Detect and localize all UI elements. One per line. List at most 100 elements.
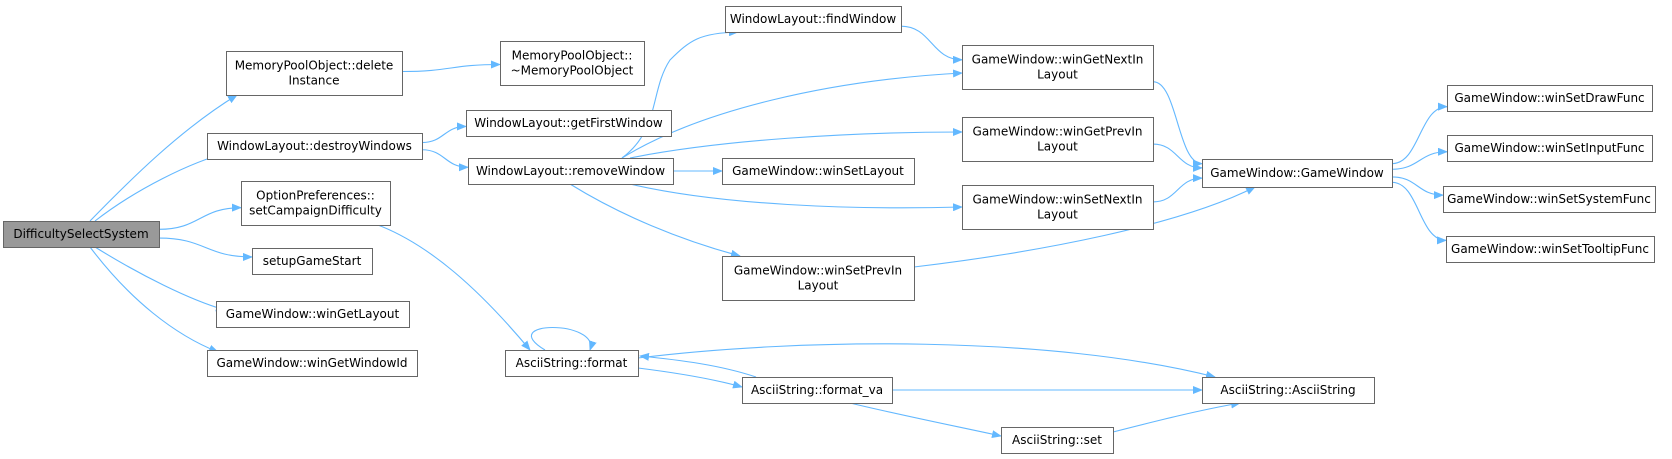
edge-difficultyselectsystem-to-gamewindow-wingetlayout — [94, 246, 226, 312]
node-optionpreferences-setcampaigndifficulty[interactable]: OptionPreferences::setCampaignDifficulty — [241, 181, 391, 226]
edge-gamewindow-winsetnextinlayout-to-gamewindow-gamewindow — [1152, 174, 1203, 203]
node-label: AsciiString::AsciiString — [1220, 383, 1355, 397]
node-box — [1443, 186, 1656, 213]
edge-windowlayout-removewindow-to-gamewindow-winsetprevinlayout — [569, 183, 741, 258]
node-label: Layout — [1037, 140, 1078, 154]
edge-difficultyselectsystem-to-gamewindow-wingetwindowid — [89, 246, 219, 353]
node-box — [1001, 427, 1114, 454]
edge-difficultyselectsystem-to-setupgamestart — [158, 237, 253, 261]
edge-gamewindow-gamewindow-to-gamewindow-winsetsystemfunc — [1391, 176, 1444, 200]
node-label: GameWindow::winSetTooltipFunc — [1451, 242, 1649, 256]
edge-gamewindow-winsetprevinlayout-to-gamewindow-gamewindow — [913, 186, 1256, 268]
node-label: AsciiString::format_va — [751, 383, 883, 397]
node-label: OptionPreferences:: — [256, 189, 375, 203]
node-label: Layout — [798, 279, 839, 293]
edge-windowlayout-destroywindows-to-windowlayout-removewindow — [421, 149, 469, 172]
node-asciistring-set[interactable]: AsciiString::set — [1001, 427, 1114, 454]
edge-difficultyselectsystem-to-windowlayout-destroywindows — [94, 150, 231, 222]
node-label: Instance — [288, 74, 339, 88]
edge-difficultyselectsystem-to-memorypoolobject-deleteinstance — [89, 94, 238, 222]
node-box — [241, 181, 391, 226]
node-label: GameWindow::winSetInputFunc — [1454, 141, 1644, 155]
node-box — [1446, 236, 1655, 263]
edge-windowlayout-removewindow-to-gamewindow-wingetnextinlayout — [621, 69, 963, 159]
edge-memorypoolobject-deleteinstance-to-memorypoolobject-dtor — [401, 60, 501, 73]
node-gamewindow-winsetinputfunc[interactable]: GameWindow::winSetInputFunc — [1447, 135, 1653, 162]
node-box — [226, 51, 403, 96]
node-label: Layout — [1037, 68, 1078, 82]
edge-asciistring-format-va-to-asciistring-format — [639, 352, 757, 378]
edge-windowlayout-findwindow-to-gamewindow-wingetnextinlayout — [900, 25, 963, 64]
node-windowlayout-getfirstwindow[interactable]: WindowLayout::getFirstWindow — [466, 110, 672, 137]
node-windowlayout-destroywindows[interactable]: WindowLayout::destroyWindows — [207, 133, 423, 160]
node-box — [1447, 85, 1653, 112]
node-label: WindowLayout::destroyWindows — [217, 139, 412, 153]
node-label: Layout — [1037, 208, 1078, 222]
edge-gamewindow-wingetprevinlayout-to-gamewindow-gamewindow — [1152, 143, 1203, 172]
edge-gamewindow-gamewindow-to-gamewindow-winsetinputfunc — [1391, 147, 1448, 170]
node-box — [722, 158, 915, 185]
node-box — [252, 248, 373, 275]
node-windowlayout-removewindow[interactable]: WindowLayout::removeWindow — [468, 158, 674, 185]
node-label: WindowLayout::findWindow — [730, 12, 896, 26]
node-box — [742, 377, 893, 404]
edge-asciistring-set-to-asciistring-asciistring — [1112, 400, 1241, 433]
node-box — [962, 45, 1154, 90]
node-gamewindow-winsetsystemfunc[interactable]: GameWindow::winSetSystemFunc — [1443, 186, 1656, 213]
node-box — [500, 41, 645, 86]
node-box — [3, 221, 160, 248]
node-label: GameWindow::GameWindow — [1210, 166, 1384, 180]
edge-asciistring-format-to-asciistring-format — [531, 326, 597, 351]
node-box — [216, 301, 410, 328]
node-memorypoolobject-dtor[interactable]: MemoryPoolObject::~MemoryPoolObject — [500, 41, 645, 86]
node-setupgamestart[interactable]: setupGameStart — [252, 248, 373, 275]
node-label: GameWindow::winGetPrevIn — [973, 125, 1143, 139]
node-label: GameWindow::winSetLayout — [732, 164, 904, 178]
node-label: ~MemoryPoolObject — [511, 64, 634, 78]
edge-windowlayout-removewindow-to-gamewindow-wingetprevinlayout — [629, 128, 963, 159]
node-label: GameWindow::winSetDrawFunc — [1454, 91, 1644, 105]
node-gamewindow-wingetwindowid[interactable]: GameWindow::winGetWindowId — [207, 350, 418, 377]
node-box — [505, 350, 639, 377]
node-label: GameWindow::winSetNextIn — [972, 193, 1142, 207]
node-gamewindow-winsettooltipfunc[interactable]: GameWindow::winSetTooltipFunc — [1446, 236, 1655, 263]
node-box — [722, 256, 915, 301]
edge-gamewindow-gamewindow-to-gamewindow-winsetdrawfunc — [1391, 102, 1448, 165]
node-gamewindow-winsetdrawfunc[interactable]: GameWindow::winSetDrawFunc — [1447, 85, 1653, 112]
edge-windowlayout-destroywindows-to-windowlayout-getfirstwindow — [421, 122, 467, 144]
node-box — [962, 117, 1154, 162]
node-box — [468, 158, 674, 185]
node-difficultyselectsystem[interactable]: DifficultySelectSystem — [3, 221, 160, 248]
edge-gamewindow-wingetnextinlayout-to-gamewindow-gamewindow — [1152, 81, 1203, 168]
edges-layer — [89, 25, 1448, 439]
node-box — [1447, 135, 1653, 162]
node-asciistring-format[interactable]: AsciiString::format — [505, 350, 639, 377]
node-gamewindow-wingetlayout[interactable]: GameWindow::winGetLayout — [216, 301, 410, 328]
node-gamewindow-winsetlayout[interactable]: GameWindow::winSetLayout — [722, 158, 915, 185]
node-windowlayout-findwindow[interactable]: WindowLayout::findWindow — [725, 6, 902, 33]
node-box — [962, 185, 1154, 230]
node-asciistring-asciistring[interactable]: AsciiString::AsciiString — [1202, 377, 1375, 404]
edge-gamewindow-gamewindow-to-gamewindow-winsettooltipfunc — [1391, 181, 1447, 245]
node-label: MemoryPoolObject:: — [512, 49, 633, 63]
node-label: WindowLayout::removeWindow — [476, 164, 665, 178]
nodes-layer: DifficultySelectSystem MemoryPoolObject::… — [3, 6, 1656, 454]
node-asciistring-format-va[interactable]: AsciiString::format_va — [742, 377, 893, 404]
node-label: AsciiString::set — [1012, 433, 1102, 447]
node-label: DifficultySelectSystem — [13, 227, 148, 241]
node-label: GameWindow::winSetSystemFunc — [1447, 192, 1651, 206]
node-box — [1202, 377, 1375, 404]
node-label: MemoryPoolObject::delete — [235, 59, 394, 73]
node-label: GameWindow::winGetWindowId — [216, 356, 407, 370]
node-label: GameWindow::winGetNextIn — [972, 53, 1144, 67]
node-gamewindow-gamewindow[interactable]: GameWindow::GameWindow — [1202, 159, 1393, 188]
edge-optionpreferences-setcampaigndifficulty-to-asciistring-format — [377, 224, 531, 351]
node-box — [725, 6, 902, 33]
edge-asciistring-format-va-to-asciistring-set — [849, 402, 1002, 439]
